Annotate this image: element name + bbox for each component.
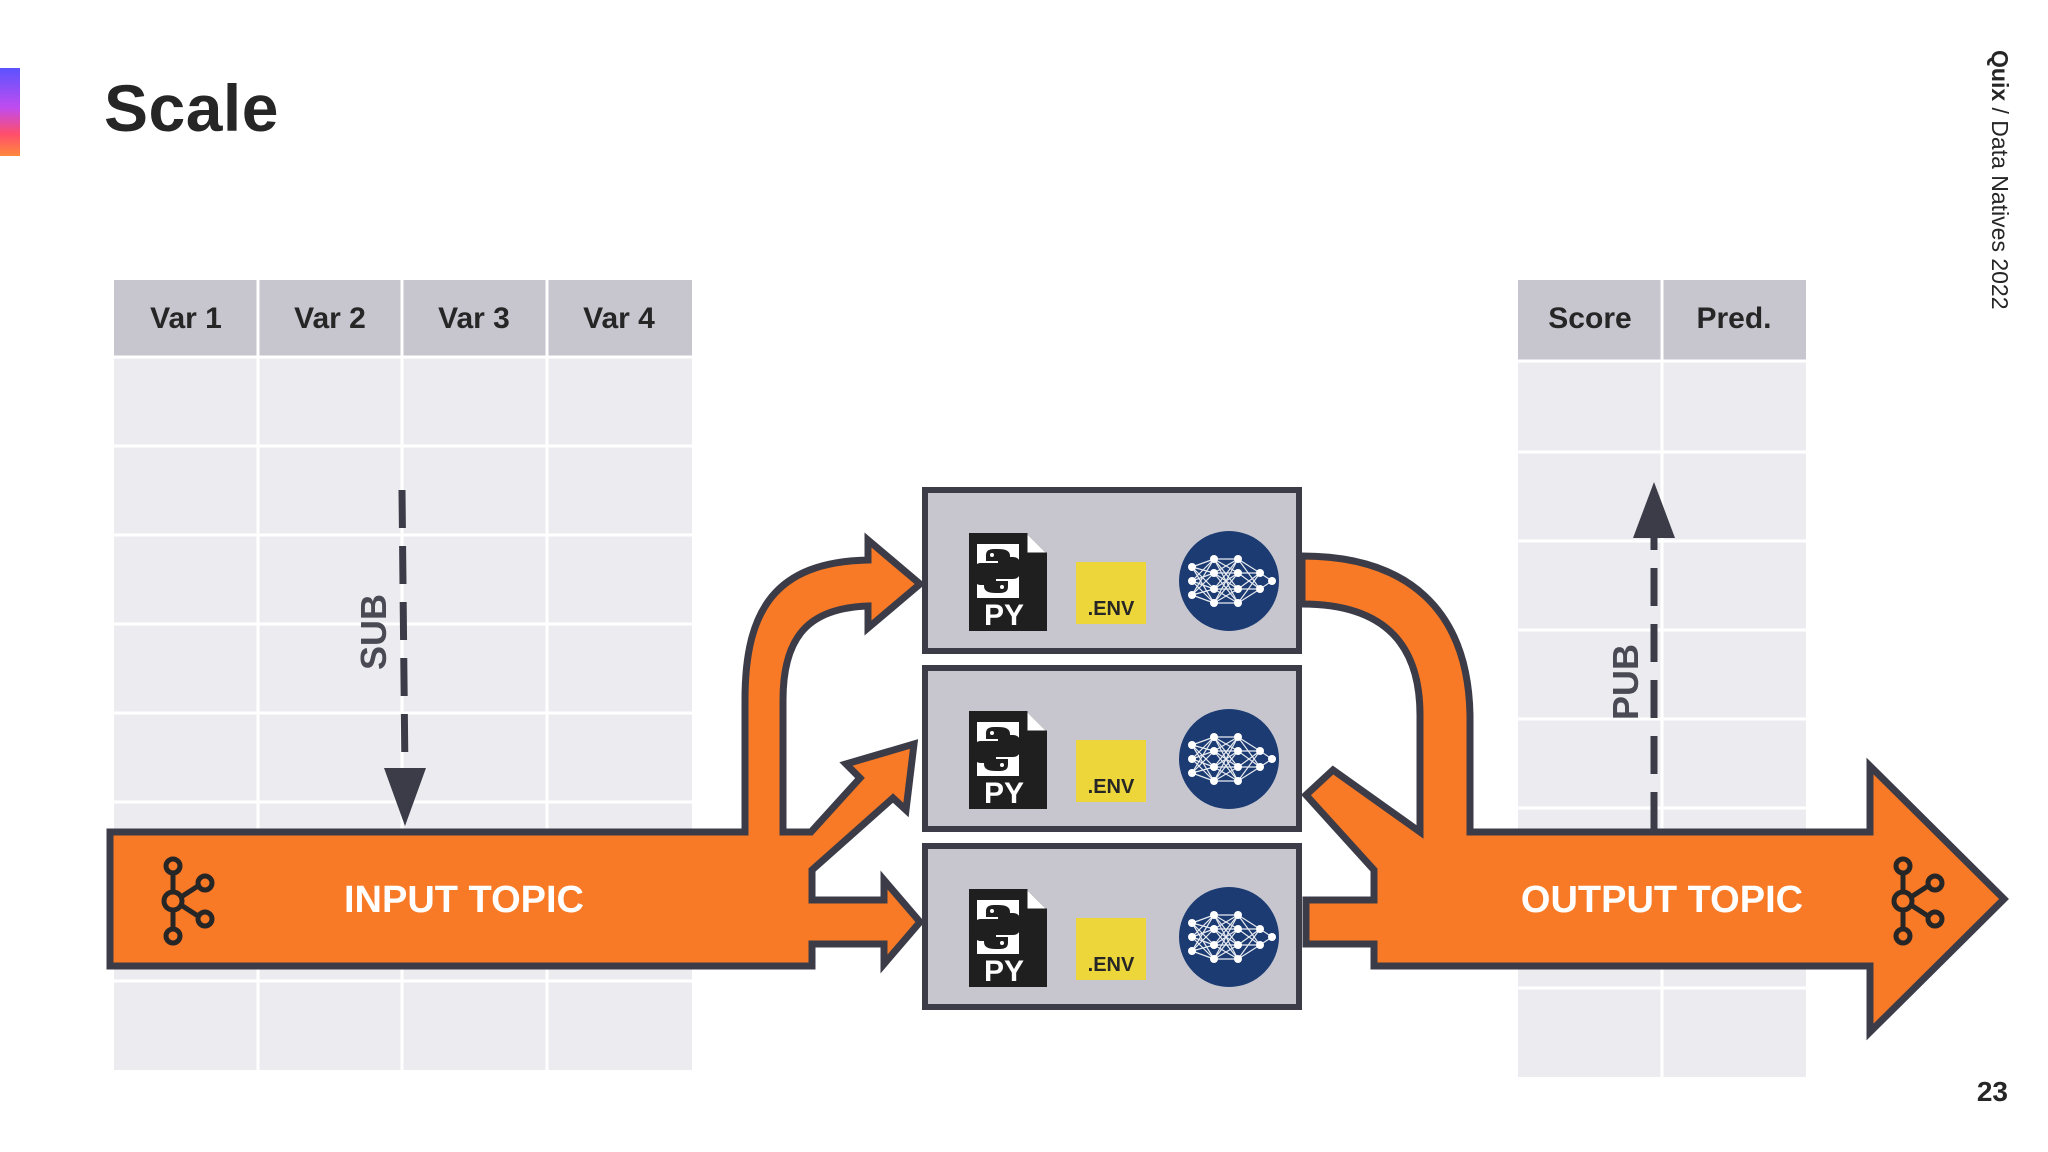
input-header-var1: Var 1 [150, 302, 222, 335]
neural-network-icon [1178, 709, 1280, 809]
neural-network-icon [1178, 531, 1280, 631]
output-header-pred: Pred. [1696, 302, 1771, 335]
caption-brand: Quix [1987, 50, 2013, 102]
caption-rest: / Data Natives 2022 [1987, 101, 2013, 310]
py-label: PY [984, 777, 1024, 810]
accent-bar [0, 68, 20, 156]
py-label: PY [984, 599, 1024, 632]
env-label: .ENV [1088, 954, 1135, 976]
input-header-var3: Var 3 [438, 302, 510, 335]
neural-network-icon [1178, 887, 1280, 987]
sub-arrow: SUB [353, 489, 426, 826]
service-box-3: PY .ENV [922, 843, 1302, 1010]
input-topic-flow: INPUT TOPIC [106, 532, 926, 974]
service-box-2: PY .ENV [922, 665, 1302, 832]
pub-label: PUB [1605, 644, 1646, 720]
env-badge [1076, 740, 1146, 802]
output-header-score: Score [1548, 302, 1631, 335]
sub-label: SUB [353, 594, 394, 670]
input-topic-arrow [106, 532, 926, 974]
input-header-var4: Var 4 [583, 302, 655, 335]
env-badge [1076, 918, 1146, 980]
service-box-1: PY .ENV [922, 487, 1302, 654]
output-topic-label: OUTPUT TOPIC [1521, 879, 1803, 921]
py-label: PY [984, 955, 1024, 988]
env-label: .ENV [1088, 598, 1135, 620]
side-caption: Quix / Data Natives 2022 [1986, 50, 2013, 310]
input-header-var2: Var 2 [294, 302, 366, 335]
page-number: 23 [1976, 1076, 2008, 1107]
input-topic-label: INPUT TOPIC [344, 879, 584, 921]
env-label: .ENV [1088, 776, 1135, 798]
env-badge [1076, 562, 1146, 624]
output-topic-arrow [1298, 552, 2009, 1041]
pub-arrow: PUB [1605, 482, 1675, 830]
output-topic-flow: OUTPUT TOPIC [1298, 552, 2009, 1041]
slide-title: Scale [104, 71, 279, 145]
